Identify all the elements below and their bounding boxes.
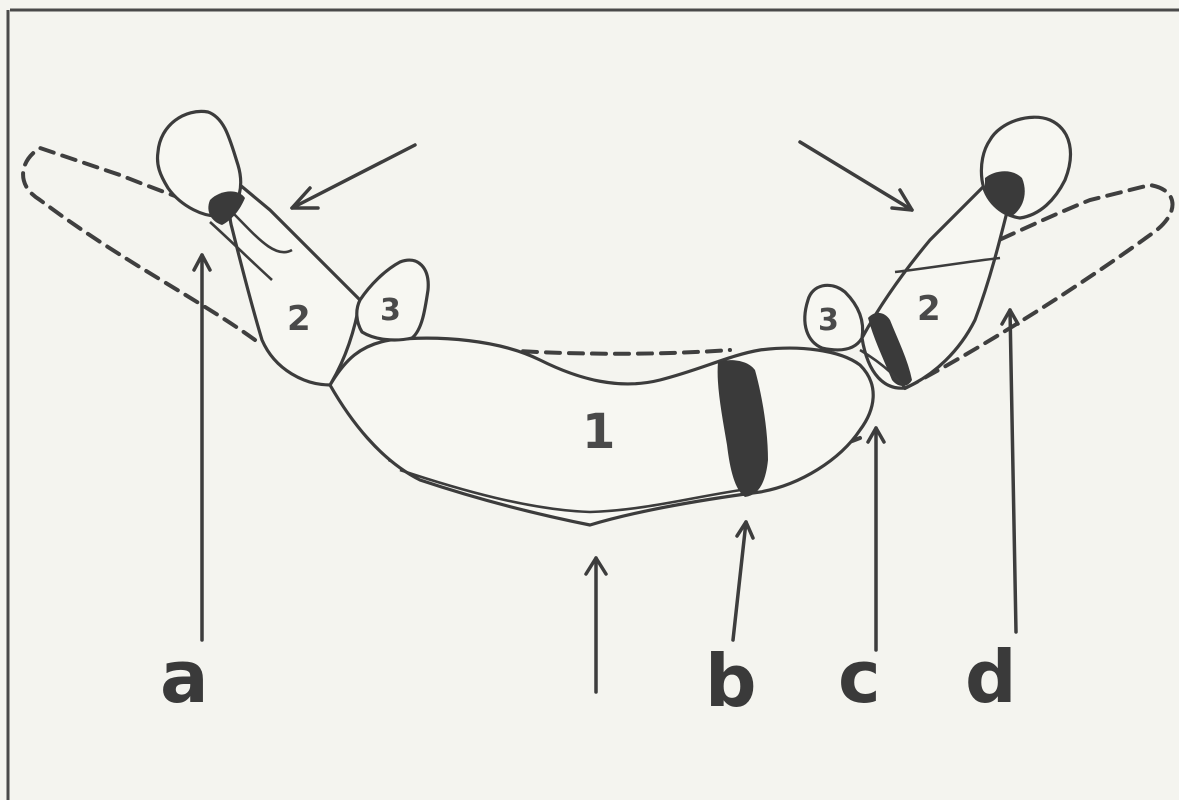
label-c: c [838, 635, 881, 719]
force-arrow-right [800, 142, 912, 210]
region-label-right-condyle: 3 [818, 303, 839, 338]
region-label-left-condyle: 3 [380, 293, 401, 328]
arrow-d [1010, 310, 1016, 632]
region-label-right-ramus: 2 [917, 289, 941, 329]
label-a: a [160, 635, 209, 719]
label-b: b [705, 639, 757, 723]
body-upper-dashed [500, 350, 730, 354]
region-label-body: 1 [582, 404, 615, 460]
label-d: d [965, 635, 1017, 719]
left-ramus [230, 185, 360, 385]
region-label-left-ramus: 2 [287, 299, 311, 339]
arrow-b [733, 522, 746, 640]
force-arrow-left [292, 145, 415, 208]
